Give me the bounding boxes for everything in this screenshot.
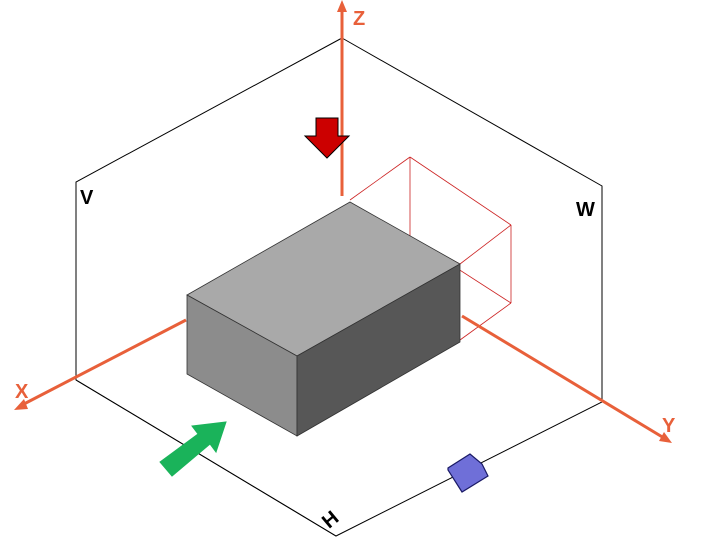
x-axis-arrowhead: [14, 399, 28, 410]
side-view-arrow: [447, 453, 489, 493]
plane-v-label: V: [80, 187, 94, 209]
plane-h-label: H: [318, 507, 343, 533]
x-axis-label: X: [15, 381, 29, 403]
plane-w-label: W: [576, 199, 595, 221]
axes: [14, 0, 672, 443]
z-axis-arrowhead: [337, 0, 347, 12]
y-axis: [461, 314, 665, 440]
front-view-arrow: [159, 421, 227, 477]
top-view-arrow: [303, 117, 351, 159]
solid-box: [186, 201, 461, 437]
box-right-face: [296, 263, 461, 437]
y-axis-arrowhead: [659, 432, 672, 443]
frame-edge-h-left: [75, 379, 337, 537]
y-axis-label: Y: [662, 415, 676, 437]
z-axis-label: Z: [353, 8, 365, 30]
projection-frame: [75, 37, 603, 537]
x-axis: [21, 318, 187, 407]
